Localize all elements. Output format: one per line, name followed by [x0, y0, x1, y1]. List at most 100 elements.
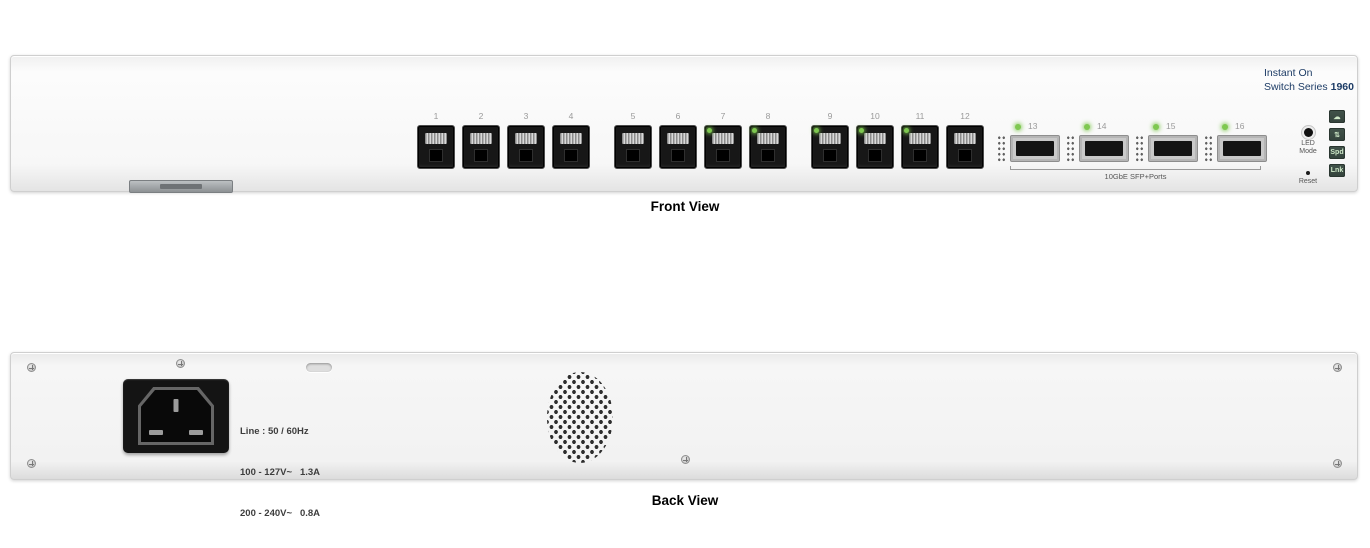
port-block: 7 — [703, 111, 743, 169]
vent-holes — [1135, 135, 1144, 162]
vent-holes — [1066, 135, 1075, 162]
port-number: 1 — [433, 111, 439, 121]
link-activity-icon: ⇅ — [1329, 128, 1345, 141]
sfp-port-number: 14 — [1097, 121, 1107, 131]
led-mode-reset-column: LED Mode Reset — [1294, 128, 1322, 186]
port-led — [904, 128, 909, 133]
power-line-1: Line : 50 / 60Hz — [240, 425, 309, 437]
port-number: 11 — [915, 111, 925, 121]
sfp-port-number: 13 — [1028, 121, 1038, 131]
inlet-pin — [149, 430, 163, 435]
port-block: 4 — [551, 111, 591, 169]
sfp-cage — [1217, 135, 1267, 162]
sfp-led-row: 13 — [1015, 121, 1060, 131]
port-led — [814, 128, 819, 133]
sfp-led — [1015, 123, 1021, 130]
sfp-units: 13 14 — [997, 121, 1267, 162]
port-number: 8 — [765, 111, 771, 121]
sfp-body: 13 — [1010, 121, 1060, 162]
mode-led-column: ☁ ⇅ Spd Lnk — [1329, 110, 1345, 177]
port-block: 5 — [613, 111, 653, 169]
port-led — [859, 128, 864, 133]
ac-power-inlet[interactable] — [123, 379, 229, 453]
ventilation-grille — [547, 372, 613, 463]
cloud-status-icon: ☁ — [1329, 110, 1345, 123]
front-controls: LED Mode Reset ☁ ⇅ Spd Lnk — [1294, 106, 1345, 186]
sfp-bracket — [1010, 166, 1261, 170]
port-number: 7 — [720, 111, 726, 121]
sfp-port-unit: 16 — [1204, 121, 1267, 162]
front-latch — [129, 180, 233, 193]
sfp-led — [1153, 123, 1159, 130]
port-block: 10 — [855, 111, 895, 169]
rj45-jack — [811, 125, 849, 169]
port-number: 4 — [568, 111, 574, 121]
front-view-caption: Front View — [650, 199, 720, 214]
inlet-pin — [173, 399, 179, 412]
rj45-jack — [856, 125, 894, 169]
sfp-section: 13 14 — [997, 121, 1267, 181]
rj45-group-2: 5 6 7 8 — [613, 111, 788, 169]
link-mode-led: Lnk — [1329, 164, 1345, 177]
rj45-jack — [507, 125, 545, 169]
rj45-jack — [901, 125, 939, 169]
vent-holes — [1204, 135, 1213, 162]
sfp-body: 14 — [1079, 121, 1129, 162]
sfp-group-label: 10GbE SFP+Ports — [1104, 172, 1167, 181]
rj45-group-1: 1 2 3 4 — [416, 111, 591, 169]
sfp-body: 16 — [1217, 121, 1267, 162]
sfp-cage — [1079, 135, 1129, 162]
brand-line1: Instant On — [1264, 67, 1313, 79]
rj45-jack — [417, 125, 455, 169]
sfp-led-row: 15 — [1153, 121, 1198, 131]
switch-back-panel: Line : 50 / 60Hz 100 - 127V~ 1.3A 200 - … — [10, 352, 1358, 519]
sfp-port-unit: 13 — [997, 121, 1060, 162]
speed-mode-led: Spd — [1329, 146, 1345, 159]
port-led — [707, 128, 712, 133]
rj45-jack — [946, 125, 984, 169]
sfp-led — [1222, 123, 1228, 130]
port-block: 2 — [461, 111, 501, 169]
sfp-led-row: 14 — [1084, 121, 1129, 131]
brand-model: 1960 — [1330, 80, 1354, 93]
screw — [1333, 363, 1342, 372]
rj45-jack — [749, 125, 787, 169]
led-mode-button[interactable] — [1303, 128, 1313, 137]
inlet-pin — [189, 430, 203, 435]
rj45-ports-row: 1 2 3 4 5 6 — [416, 111, 985, 169]
port-number: 3 — [523, 111, 529, 121]
port-block: 11 — [900, 111, 940, 169]
rj45-jack — [704, 125, 742, 169]
vent-holes — [997, 135, 1006, 162]
sfp-led-row: 16 — [1222, 121, 1267, 131]
power-line-3: 200 - 240V~ 0.8A — [240, 508, 321, 520]
screw — [27, 363, 36, 372]
back-view-caption: Back View — [651, 493, 719, 508]
rj45-group-3: 9 10 11 12 — [810, 111, 985, 169]
port-led — [752, 128, 757, 133]
port-number: 6 — [675, 111, 681, 121]
port-number: 5 — [630, 111, 636, 121]
port-block: 3 — [506, 111, 546, 169]
sfp-cage — [1148, 135, 1198, 162]
rj45-jack — [462, 125, 500, 169]
port-block: 12 — [945, 111, 985, 169]
rj45-jack — [614, 125, 652, 169]
screw — [27, 459, 36, 468]
oval-cutout — [306, 363, 332, 372]
power-line-2: 100 - 127V~ 1.3A — [240, 466, 321, 478]
sfp-port-number: 16 — [1235, 121, 1245, 131]
screw — [176, 359, 185, 368]
port-number: 2 — [478, 111, 484, 121]
port-block: 1 — [416, 111, 456, 169]
sfp-port-unit: 15 — [1135, 121, 1198, 162]
sfp-led — [1084, 123, 1090, 130]
led-mode-label: LED Mode — [1299, 140, 1317, 156]
screw — [681, 455, 690, 464]
reset-pinhole[interactable] — [1306, 171, 1310, 176]
port-block: 9 — [810, 111, 850, 169]
power-ratings-text: Line : 50 / 60Hz 100 - 127V~ 1.3A 200 - … — [240, 397, 320, 548]
